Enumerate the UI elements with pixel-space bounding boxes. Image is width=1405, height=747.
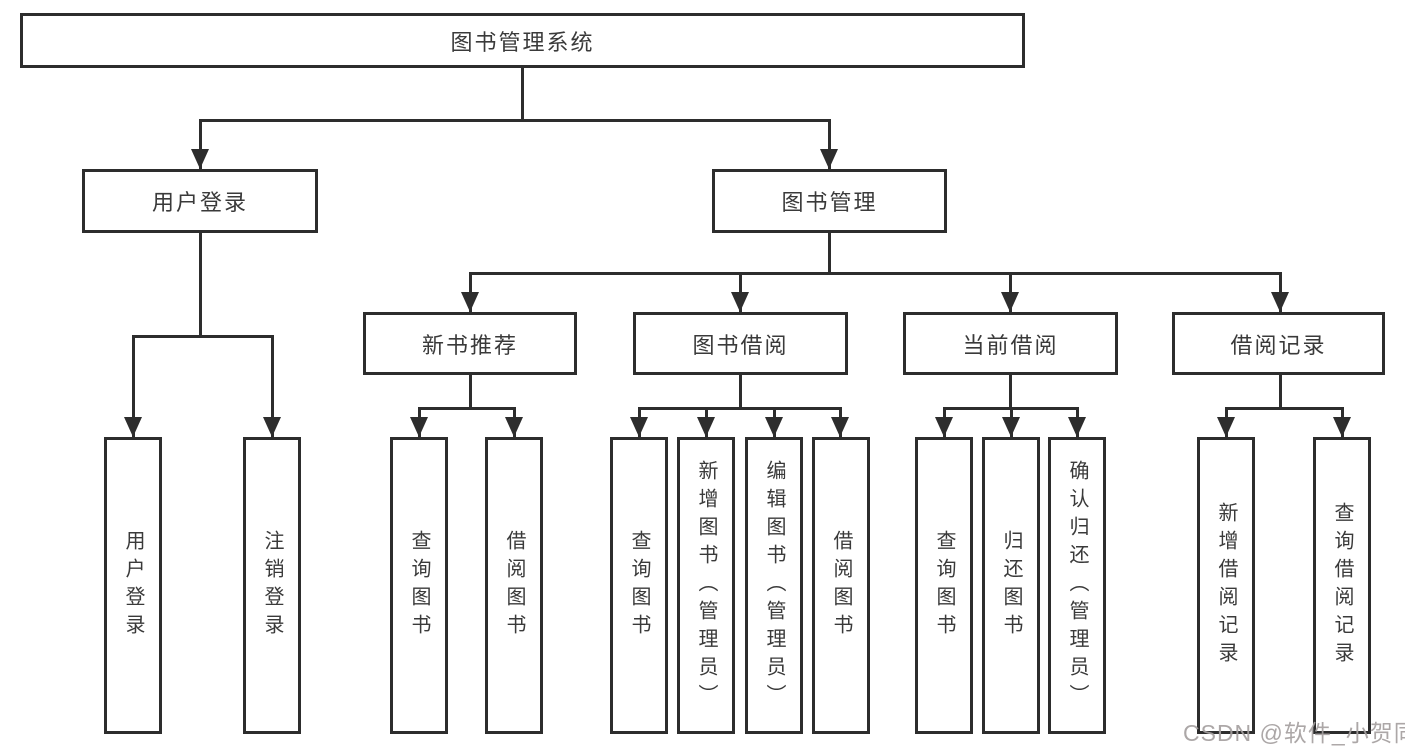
leaf-query-books-1: 查询图书 [390, 437, 448, 734]
node-borrowing-records: 借阅记录 [1172, 312, 1385, 375]
leaf-confirm-return-admin: 确认归还（管理员） [1048, 437, 1106, 734]
leaf-edit-books-admin: 编辑图书（管理员） [745, 437, 803, 734]
node-new-book-recommendation: 新书推荐 [363, 312, 577, 375]
node-book-management: 图书管理 [712, 169, 947, 233]
connector-book-management-branch [469, 272, 1282, 275]
arrowhead-leaf-edit-books-icon [765, 417, 783, 437]
arrowhead-leaf-confirm-return-icon [1068, 417, 1086, 437]
arrowhead-book-management-icon [820, 149, 838, 169]
leaf-user-login: 用户登录 [104, 437, 162, 734]
arrowhead-user-login-icon [191, 149, 209, 169]
connector-book-borrow-branch [638, 407, 842, 410]
arrowhead-current-borrow-icon [1001, 292, 1019, 312]
arrowhead-leaf-query-books-3-icon [935, 417, 953, 437]
arrowhead-leaf-return-books-icon [1002, 417, 1020, 437]
node-library-system: 图书管理系统 [20, 13, 1025, 68]
connector-borrow-records-branch [1225, 407, 1343, 410]
leaf-add-borrow-record: 新增借阅记录 [1197, 437, 1255, 734]
connector-root-branch [199, 119, 831, 122]
leaf-query-borrow-record: 查询借阅记录 [1313, 437, 1371, 734]
node-current-borrowing: 当前借阅 [903, 312, 1118, 375]
leaf-add-books-admin: 新增图书（管理员） [677, 437, 735, 734]
node-book-borrowing: 图书借阅 [633, 312, 848, 375]
connector-to-user-login [199, 119, 202, 169]
leaf-borrow-books-1: 借阅图书 [485, 437, 543, 734]
connector-to-leaf-logout [271, 335, 274, 437]
leaf-borrow-books-2: 借阅图书 [812, 437, 870, 734]
connector-borrow-records-stem [1279, 375, 1282, 410]
arrowhead-leaf-borrow-books-2-icon [831, 417, 849, 437]
connector-current-borrow-stem [1009, 375, 1012, 410]
watermark: CSDN @软件_小贺同学 [1183, 720, 1405, 746]
arrowhead-leaf-borrow-books-1-icon [505, 417, 523, 437]
connector-book-borrow-stem [739, 375, 742, 410]
leaf-query-books-2: 查询图书 [610, 437, 668, 734]
arrowhead-leaf-query-books-1-icon [410, 417, 428, 437]
connector-new-book-stem [469, 375, 472, 410]
arrowhead-leaf-user-login-icon [124, 417, 142, 437]
node-user-login: 用户登录 [82, 169, 318, 233]
leaf-logout-login: 注销登录 [243, 437, 301, 734]
arrowhead-leaf-logout-icon [263, 417, 281, 437]
connector-user-login-branch [132, 335, 273, 338]
leaf-return-books: 归还图书 [982, 437, 1040, 734]
leaf-query-books-3: 查询图书 [915, 437, 973, 734]
arrowhead-leaf-query-books-2-icon [630, 417, 648, 437]
connector-book-management-stem [828, 233, 831, 275]
connector-root-stem [521, 68, 524, 119]
connector-user-login-stem [199, 233, 202, 335]
connector-to-leaf-user-login [132, 335, 135, 437]
arrowhead-leaf-query-record-icon [1333, 417, 1351, 437]
arrowhead-leaf-add-books-icon [697, 417, 715, 437]
connector-to-book-management [828, 119, 831, 169]
arrowhead-new-book-icon [461, 292, 479, 312]
arrowhead-book-borrow-icon [731, 292, 749, 312]
arrowhead-borrow-records-icon [1271, 292, 1289, 312]
arrowhead-leaf-add-record-icon [1217, 417, 1235, 437]
connector-new-book-branch [418, 407, 516, 410]
